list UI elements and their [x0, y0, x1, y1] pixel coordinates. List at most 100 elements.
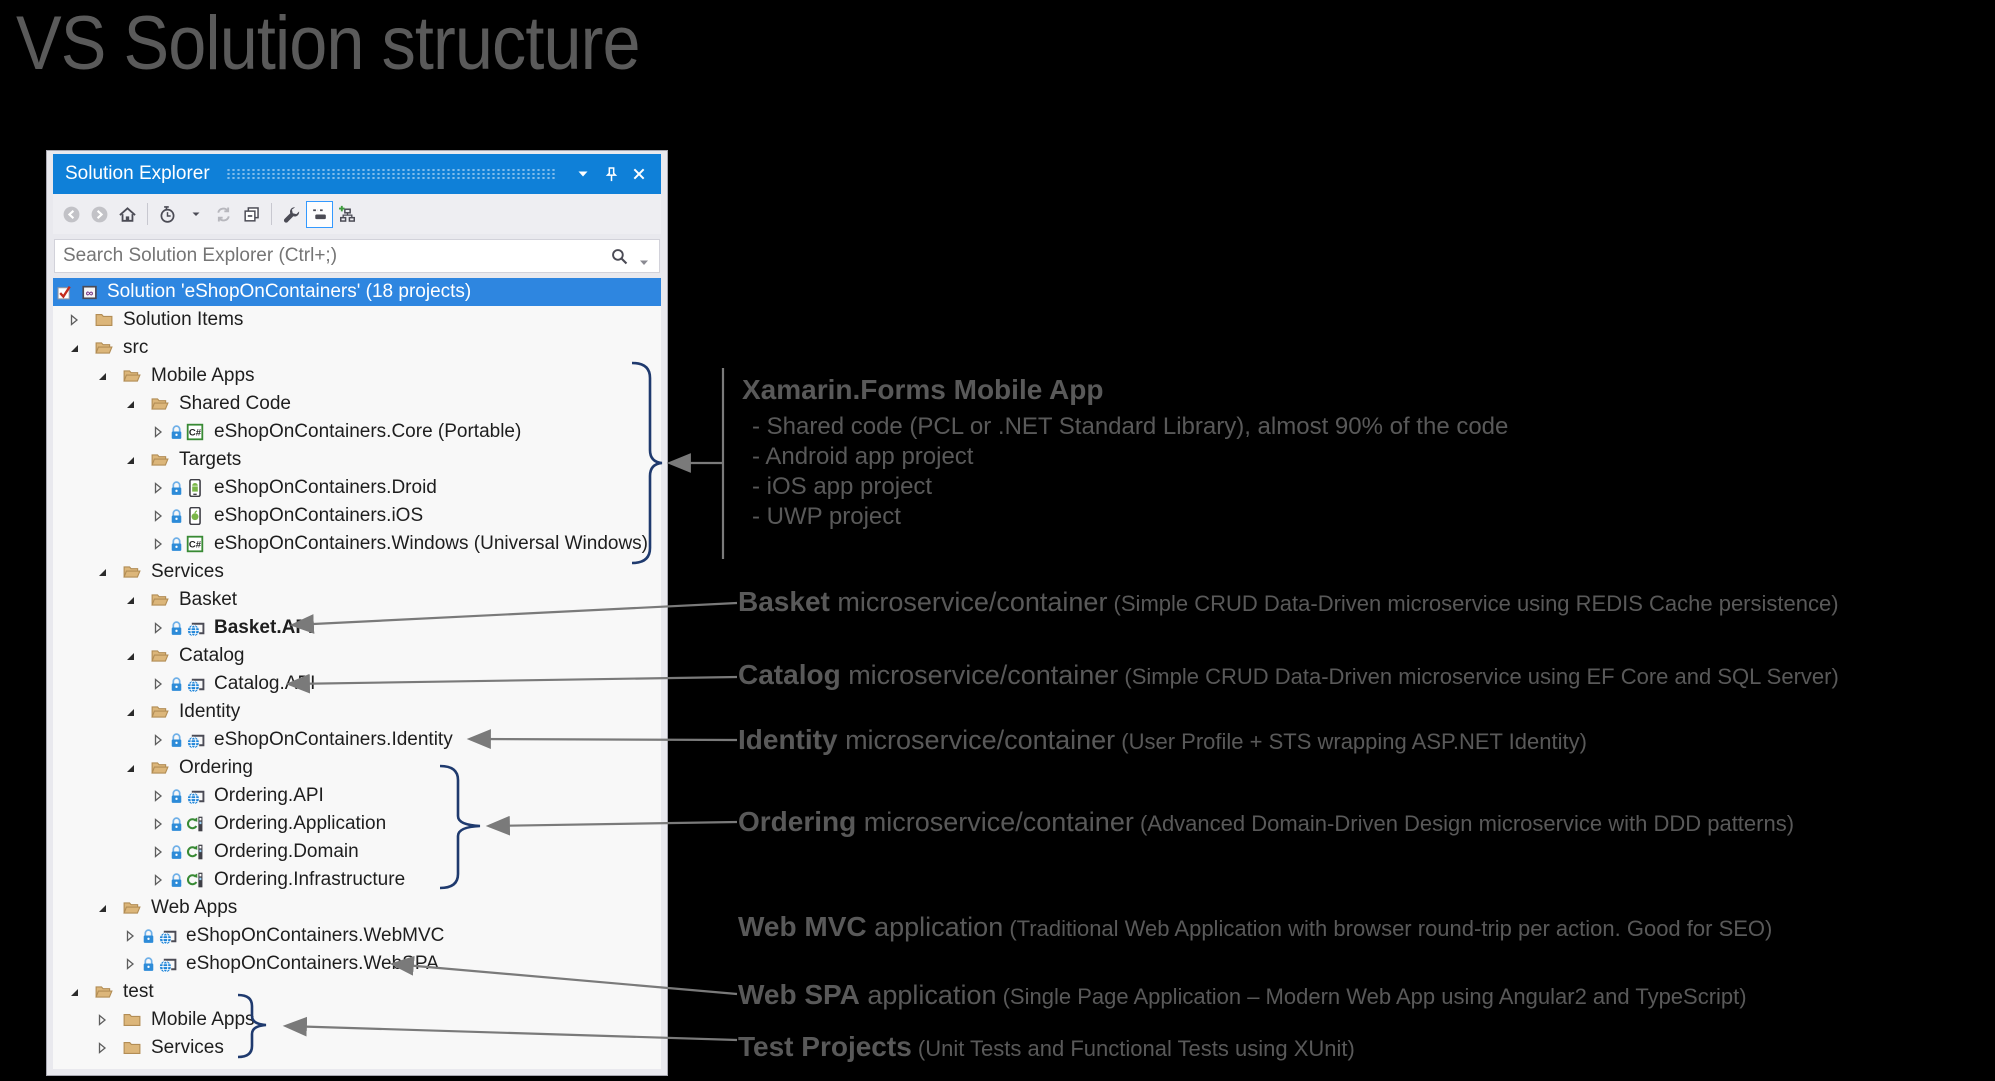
pin-icon[interactable]	[597, 160, 625, 188]
classlib-icon	[186, 815, 205, 834]
tree-row[interactable]: eShopOnContainers.WebSPA	[53, 950, 661, 978]
search-row	[53, 234, 661, 278]
expanded-arrow-icon[interactable]	[122, 760, 138, 776]
annotation-bold-label: Ordering	[738, 806, 857, 837]
solution-icon: ∞	[79, 283, 98, 302]
tree-row[interactable]: eShopOnContainers.Droid	[53, 474, 661, 502]
tree-row[interactable]: eShopOnContainers.Identity	[53, 726, 661, 754]
refresh-icon[interactable]	[210, 201, 237, 228]
tree-row[interactable]: Mobile Apps	[53, 362, 661, 390]
annotation-mid-label: microservice/container	[856, 807, 1134, 837]
tree-row[interactable]: C#eShopOnContainers.Core (Portable)	[53, 418, 661, 446]
catalog-annotation: Catalog microservice/container (Simple C…	[738, 658, 1839, 697]
expanded-arrow-icon[interactable]	[122, 648, 138, 664]
back-icon[interactable]	[58, 201, 85, 228]
expanded-arrow-icon[interactable]	[94, 368, 110, 384]
panel-titlebar[interactable]: Solution Explorer	[53, 154, 661, 194]
tree-row[interactable]: Ordering	[53, 754, 661, 782]
annotation-detail-label: (User Profile + STS wrapping ASP.NET Ide…	[1115, 729, 1587, 754]
tree-row-label: Ordering.API	[214, 785, 324, 806]
tree-row[interactable]: Targets	[53, 446, 661, 474]
collapsed-arrow-icon[interactable]	[122, 956, 138, 972]
expanded-arrow-icon[interactable]	[122, 396, 138, 412]
annotation-mid-label: application	[859, 980, 997, 1010]
expanded-arrow-icon[interactable]	[122, 592, 138, 608]
tree-row[interactable]: Basket.API	[53, 614, 661, 642]
collapsed-arrow-icon[interactable]	[122, 928, 138, 944]
webspa-annotation: Web SPA application (Single Page Applica…	[738, 978, 1747, 1017]
tree-row[interactable]: Catalog.API	[53, 670, 661, 698]
show-all-files-icon[interactable]	[306, 200, 333, 228]
close-icon[interactable]	[625, 160, 653, 188]
expanded-arrow-icon[interactable]	[122, 452, 138, 468]
search-options-dropdown-icon[interactable]	[639, 254, 649, 272]
collapsed-arrow-icon[interactable]	[150, 732, 166, 748]
collapsed-arrow-icon[interactable]	[150, 508, 166, 524]
solution-checkbox-icon[interactable]	[57, 284, 74, 301]
tree-row[interactable]: Solution Items	[53, 306, 661, 334]
folder-open-icon	[123, 563, 142, 582]
svg-text:C#: C#	[189, 427, 202, 438]
solution-tree: ∞Solution 'eShopOnContainers' (18 projec…	[53, 278, 661, 1069]
filter-dropdown-icon[interactable]	[182, 201, 209, 228]
solution-hierarchy-icon[interactable]	[334, 201, 361, 228]
collapsed-arrow-icon[interactable]	[150, 536, 166, 552]
expanded-arrow-icon[interactable]	[66, 984, 82, 1000]
tree-row[interactable]: Identity	[53, 698, 661, 726]
collapsed-arrow-icon[interactable]	[94, 1040, 110, 1056]
tree-row[interactable]: ∞Solution 'eShopOnContainers' (18 projec…	[53, 278, 661, 306]
collapsed-arrow-icon[interactable]	[150, 844, 166, 860]
tree-row[interactable]: eShopOnContainers.WebMVC	[53, 922, 661, 950]
xamarin-annotation-bullet: - iOS app project	[752, 473, 933, 500]
tree-row[interactable]: Web Apps	[53, 894, 661, 922]
window-position-icon[interactable]	[569, 160, 597, 188]
test-annotation: Test Projects (Unit Tests and Functional…	[738, 1030, 1355, 1069]
tree-row[interactable]: Ordering.Infrastructure	[53, 866, 661, 894]
tree-row[interactable]: Ordering.Domain	[53, 838, 661, 866]
forward-icon[interactable]	[86, 201, 113, 228]
folder-closed-icon	[95, 311, 114, 330]
collapse-all-icon[interactable]	[238, 201, 265, 228]
expanded-arrow-icon[interactable]	[94, 564, 110, 580]
expanded-arrow-icon[interactable]	[66, 340, 82, 356]
tree-row[interactable]: Mobile Apps	[53, 1006, 661, 1034]
lock-icon	[169, 620, 184, 637]
tree-row-label: eShopOnContainers.iOS	[214, 505, 424, 526]
web-icon	[186, 731, 205, 750]
tree-row[interactable]: Catalog	[53, 642, 661, 670]
collapsed-arrow-icon[interactable]	[150, 788, 166, 804]
home-icon[interactable]	[114, 201, 141, 228]
collapsed-arrow-icon[interactable]	[66, 312, 82, 328]
search-input[interactable]	[54, 239, 660, 273]
lock-icon	[169, 788, 184, 805]
collapsed-arrow-icon[interactable]	[150, 816, 166, 832]
annotation-mid-label: microservice/container	[840, 660, 1119, 690]
collapsed-arrow-icon[interactable]	[150, 676, 166, 692]
tree-row[interactable]: Ordering.API	[53, 782, 661, 810]
search-icon[interactable]	[610, 247, 629, 271]
tree-row[interactable]: eShopOnContainers.iOS	[53, 502, 661, 530]
tree-row[interactable]: src	[53, 334, 661, 362]
pending-changes-filter-icon[interactable]	[154, 201, 181, 228]
collapsed-arrow-icon[interactable]	[150, 480, 166, 496]
tree-row[interactable]: Services	[53, 1034, 661, 1062]
lock-icon	[169, 816, 184, 833]
annotation-detail-label: (Simple CRUD Data-Driven microservice us…	[1118, 664, 1839, 689]
folder-open-icon	[123, 367, 142, 386]
tree-row[interactable]: Shared Code	[53, 390, 661, 418]
tree-row[interactable]: Ordering.Application	[53, 810, 661, 838]
collapsed-arrow-icon[interactable]	[150, 620, 166, 636]
tree-row[interactable]: test	[53, 978, 661, 1006]
tree-row[interactable]: Basket	[53, 586, 661, 614]
tree-row[interactable]: Services	[53, 558, 661, 586]
folder-open-icon	[151, 451, 170, 470]
expanded-arrow-icon[interactable]	[122, 704, 138, 720]
titlebar-drag-texture	[225, 168, 557, 180]
collapsed-arrow-icon[interactable]	[150, 872, 166, 888]
collapsed-arrow-icon[interactable]	[150, 424, 166, 440]
tree-row[interactable]: C#eShopOnContainers.Windows (Universal W…	[53, 530, 661, 558]
properties-wrench-icon[interactable]	[278, 201, 305, 228]
collapsed-arrow-icon[interactable]	[94, 1012, 110, 1028]
expanded-arrow-icon[interactable]	[94, 900, 110, 916]
webmvc-annotation: Web MVC application (Traditional Web App…	[738, 910, 1772, 949]
